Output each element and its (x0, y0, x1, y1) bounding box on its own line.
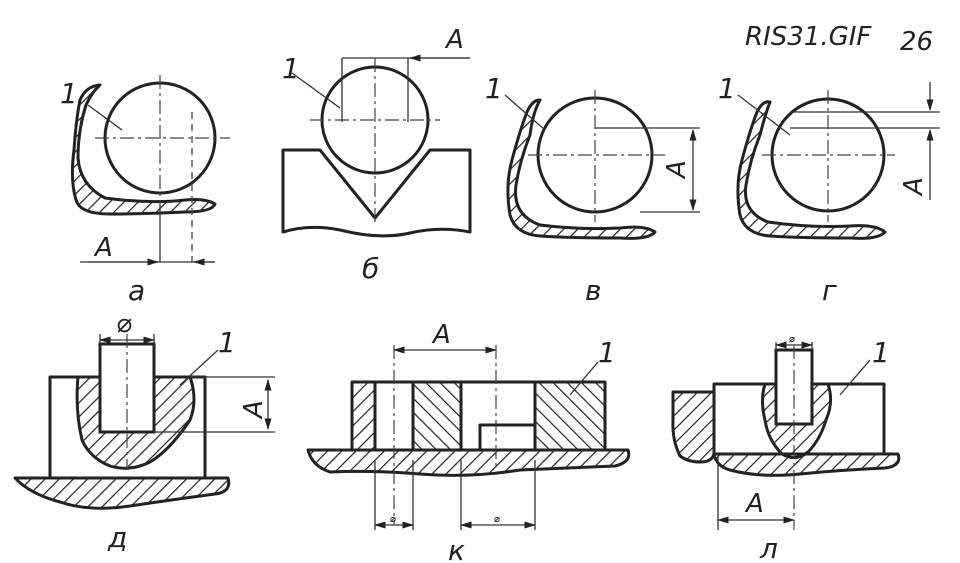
view-v-item-label: 1 (485, 72, 503, 105)
view-k-right-block (533, 380, 607, 452)
view-g-item-label: 1 (718, 72, 736, 105)
view-l-left-clamp (671, 390, 716, 464)
view-v: 1 A в (485, 72, 700, 307)
view-a-dim-label: A (93, 233, 113, 263)
view-l-dim-label: A (744, 489, 764, 519)
view-l-item-label: 1 (872, 336, 890, 369)
view-k-dim-label: A (431, 320, 451, 350)
view-d-diameter-label: ⌀ (116, 309, 132, 339)
view-v-caption: в (585, 274, 602, 307)
view-v-support (506, 98, 657, 240)
view-g-caption: г (822, 274, 837, 307)
view-b-item-label: 1 (282, 52, 300, 85)
view-d-item-label: 1 (218, 326, 236, 359)
view-k-right-diameter: ⌀ (494, 514, 500, 525)
view-d-dim-label: A (239, 400, 269, 420)
view-b-caption: б (362, 252, 379, 285)
view-l: 1 ⌀ A л (671, 334, 901, 563)
view-a-support (70, 83, 217, 216)
view-b-prism (281, 148, 472, 238)
view-k-middle-block (411, 380, 463, 452)
view-l-base (712, 452, 901, 477)
view-k-left-block (350, 380, 377, 452)
page-number: 26 (900, 27, 933, 57)
view-a: 1 A а (60, 75, 230, 307)
view-k-caption: к (448, 534, 465, 563)
view-k-item-label: 1 (598, 336, 616, 369)
file-name-label: RIS31.GIF (745, 22, 872, 52)
view-b-dim-label: A (444, 25, 464, 55)
view-g: 1 A г (718, 72, 940, 307)
view-a-caption: а (128, 274, 145, 307)
view-k-key (478, 423, 537, 452)
view-d-base (13, 476, 231, 510)
view-l-caption: л (759, 532, 778, 563)
view-l-diameter-label: ⌀ (789, 334, 795, 345)
view-l-pin (774, 348, 814, 426)
view-k-base (306, 448, 631, 477)
view-k: 1 A ⌀ ⌀ к (306, 320, 631, 563)
view-g-dim-label: A (899, 177, 929, 197)
view-b: 1 A б (281, 25, 472, 285)
view-v-dim-label: A (662, 160, 692, 180)
view-d: 1 ⌀ A д (13, 309, 275, 554)
view-k-left-diameter: ⌀ (390, 514, 396, 525)
view-d-caption: д (107, 521, 127, 554)
view-a-item-label: 1 (60, 77, 78, 110)
view-g-support (736, 100, 887, 240)
